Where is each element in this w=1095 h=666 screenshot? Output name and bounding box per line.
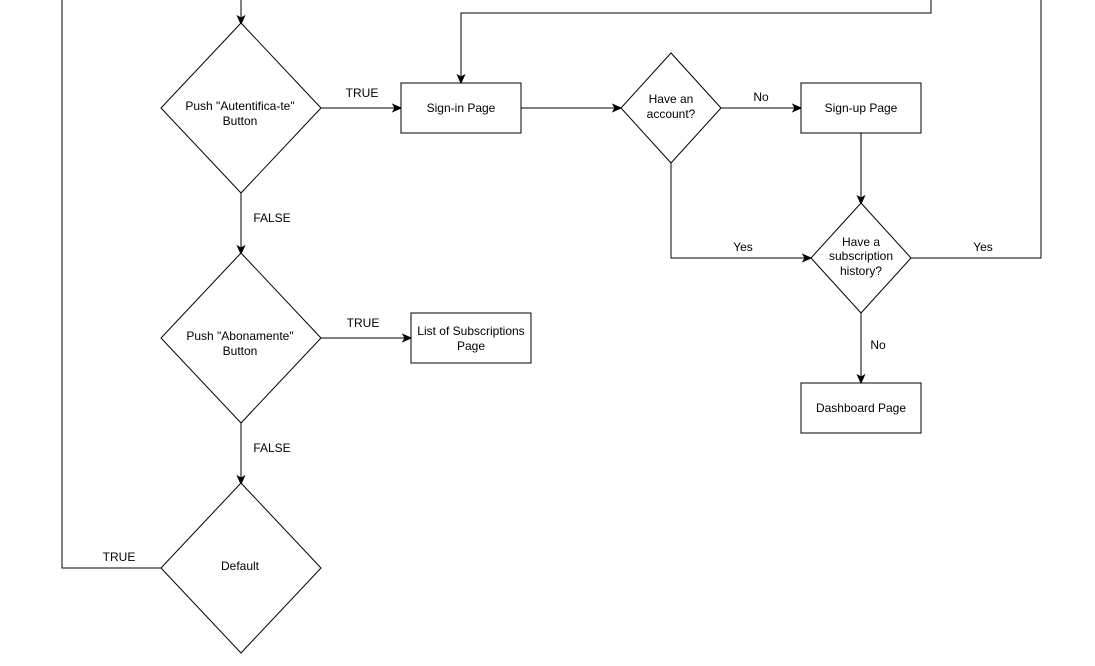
edge-label-abonamente-false: FALSE bbox=[253, 441, 290, 455]
node-sign-up-page: Sign-up Page bbox=[800, 82, 922, 134]
arrowhead bbox=[236, 244, 246, 256]
node-label: Push "Abonamente" bbox=[186, 329, 293, 343]
node-label: Dashboard Page bbox=[816, 401, 906, 415]
arrowhead bbox=[611, 103, 623, 113]
node-label: Button bbox=[223, 114, 258, 128]
edge-autentifica-false bbox=[236, 193, 246, 256]
arrowhead bbox=[856, 373, 866, 385]
node-label: Have a bbox=[842, 235, 880, 249]
edge-label-account-no: No bbox=[753, 90, 769, 104]
edge-label-account-yes: Yes bbox=[733, 240, 753, 254]
edge-label-abonamente-true: TRUE bbox=[347, 316, 380, 330]
node-label: Page bbox=[457, 339, 485, 353]
edge-default-true-loop bbox=[61, 0, 246, 569]
node-sign-in-page: Sign-in Page bbox=[400, 82, 522, 134]
edge-history-yes bbox=[456, 0, 1042, 259]
node-label: history? bbox=[840, 264, 882, 278]
node-label: subscription bbox=[829, 249, 893, 263]
node-have-subscription-history: Have a subscription history? bbox=[810, 202, 912, 314]
node-push-abonamente: Push "Abonamente" Button bbox=[160, 252, 322, 424]
edge-label-autentifica-true: TRUE bbox=[346, 86, 379, 100]
arrowhead bbox=[801, 253, 813, 263]
node-push-autentifica: Push "Autentifica-te" Button bbox=[160, 22, 322, 194]
node-have-account: Have an account? bbox=[620, 52, 722, 164]
edge-label-autentifica-false: FALSE bbox=[253, 211, 290, 225]
arrowhead bbox=[236, 474, 246, 486]
arrowhead bbox=[236, 14, 246, 26]
edge-account-yes bbox=[670, 163, 813, 263]
edge-label-history-yes: Yes bbox=[973, 240, 993, 254]
node-dashboard-page: Dashboard Page bbox=[800, 382, 922, 434]
edge-autentifica-true bbox=[321, 103, 403, 113]
node-label: List of Subscriptions bbox=[417, 324, 524, 338]
edge-signup-to-history bbox=[856, 133, 866, 206]
node-list-of-subscriptions-page: List of Subscriptions Page bbox=[410, 312, 532, 364]
arrowhead bbox=[391, 103, 403, 113]
edge-signin-to-account bbox=[521, 103, 623, 113]
node-default: Default bbox=[160, 482, 322, 654]
arrowhead bbox=[456, 73, 466, 85]
node-label: Default bbox=[221, 559, 260, 573]
arrowhead bbox=[856, 194, 866, 206]
edge-abonamente-true bbox=[321, 333, 413, 343]
edge-history-no bbox=[856, 313, 866, 385]
node-label: Have an bbox=[649, 92, 694, 106]
node-label: Sign-in Page bbox=[427, 101, 496, 115]
arrowhead bbox=[791, 103, 803, 113]
node-label: account? bbox=[647, 107, 696, 121]
edge-abonamente-false bbox=[236, 423, 246, 486]
edge-label-default-true: TRUE bbox=[103, 550, 136, 564]
edge-label-history-no: No bbox=[870, 338, 886, 352]
edge-account-no bbox=[721, 103, 803, 113]
node-label: Push "Autentifica-te" bbox=[185, 99, 294, 113]
arrowhead bbox=[401, 333, 413, 343]
node-label: Sign-up Page bbox=[825, 101, 898, 115]
node-label: Button bbox=[223, 344, 258, 358]
